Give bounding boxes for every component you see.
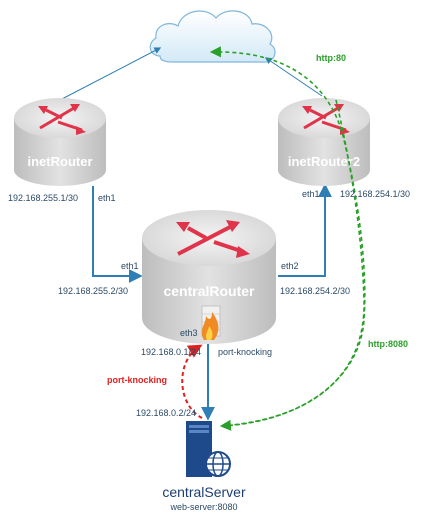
firewall-flame-icon (201, 305, 221, 340)
central-router[interactable]: centralRouter (142, 210, 276, 344)
central-router-eth3-label: eth3 (180, 328, 198, 338)
central-router-ip-left-label: 192.168.255.2/30 (58, 286, 128, 296)
central-server-subtitle: web-server:8080 (169, 502, 237, 512)
central-server[interactable]: centralServer web-server:8080 (162, 421, 246, 512)
central-router-ip-bottom-label: 192.168.0.1/24 (141, 347, 201, 357)
internet-cloud (149, 10, 276, 63)
router-arrows-icon (38, 104, 86, 135)
link-inet-to-central (92, 186, 143, 283)
central-router-label: centralRouter (163, 283, 255, 299)
http-flow (209, 46, 366, 431)
central-router-ip-right-label: 192.168.254.2/30 (280, 286, 350, 296)
inet-router2-label: inetRouter2 (288, 154, 360, 169)
central-server-ip-label: 192.168.0.2/24 (136, 408, 196, 418)
inet-router-eth1-label: eth1 (98, 193, 116, 203)
inet-router2-ip-label: 192.168.254.1/30 (340, 189, 410, 199)
network-links (59, 47, 332, 421)
inet-router[interactable]: inetRouter (14, 98, 106, 186)
port-knocking-flow-label: port-knocking (107, 375, 167, 385)
router-arrows-icon (176, 220, 250, 258)
central-router-eth1-label: eth1 (121, 261, 139, 271)
inet-router2-eth1-label: eth1 (302, 189, 320, 199)
link-central-to-inet2 (278, 183, 332, 277)
http80-label: http:80 (316, 53, 346, 63)
central-server-label: centralServer (162, 484, 246, 500)
port-knocking-flow (181, 344, 203, 419)
inet-router2[interactable]: inetRouter2 (278, 98, 370, 186)
firewall-port-knocking-label: port-knocking (218, 347, 272, 357)
central-router-eth2-label: eth2 (281, 261, 299, 271)
inet-router-ip-label: 192.168.255.1/30 (8, 193, 78, 203)
globe-icon (205, 451, 231, 477)
inet-router-label: inetRouter (28, 154, 93, 169)
http8080-label: http:8080 (368, 339, 408, 349)
link-inet-to-cloud (59, 47, 162, 101)
link-inet2-to-cloud (264, 57, 323, 97)
